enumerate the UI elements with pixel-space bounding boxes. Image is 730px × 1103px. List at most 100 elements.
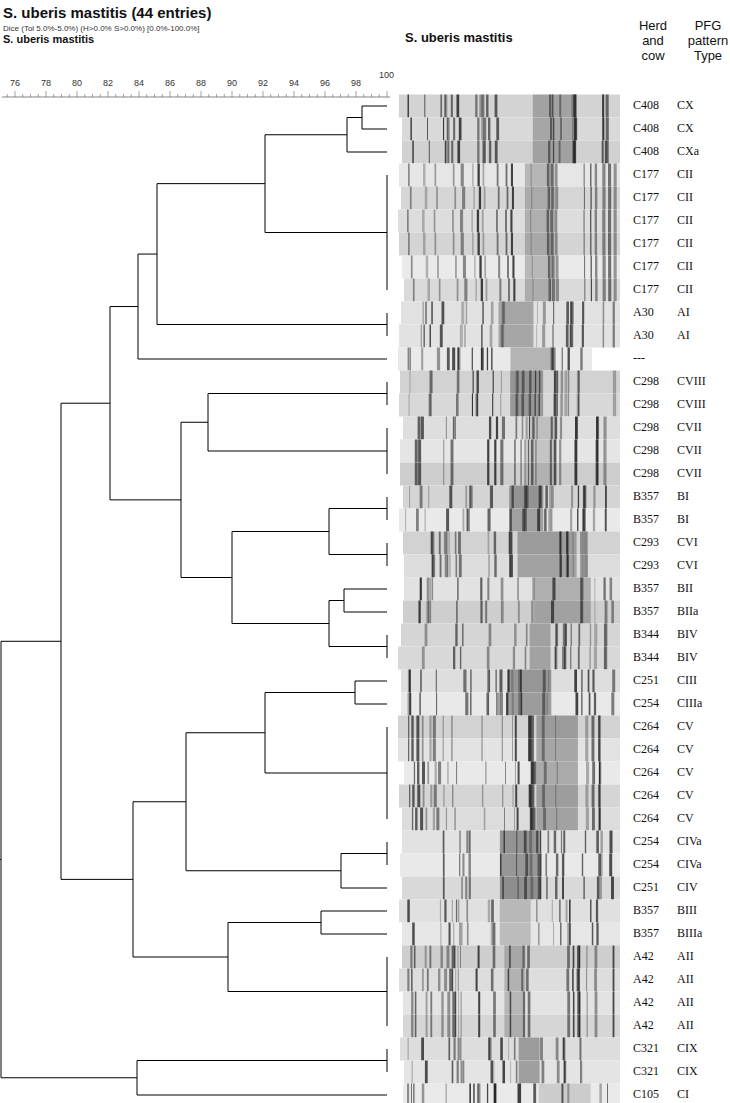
gel-band [597, 463, 599, 486]
gel-band [435, 670, 437, 693]
gel-band [574, 118, 577, 141]
text-holder: C264 [633, 719, 659, 734]
gel-band [409, 486, 410, 509]
gel-band [594, 647, 597, 670]
gel-band [410, 348, 411, 371]
text-holder: BIIIa [677, 926, 702, 941]
gel-band [496, 233, 498, 256]
gel-band [596, 923, 598, 946]
gel-band [583, 509, 586, 532]
gel-smear [509, 509, 543, 532]
gel-band [443, 118, 444, 141]
gel-band [491, 302, 494, 325]
gel-band [453, 417, 454, 440]
gel-band [453, 440, 454, 463]
gel-band [500, 279, 502, 302]
gel-band [476, 394, 478, 417]
gel-band [603, 325, 605, 348]
gel-band [500, 670, 503, 693]
gel-band [534, 1084, 535, 1103]
scale-number: 92 [258, 78, 268, 88]
gel-band [440, 555, 442, 578]
gel-lane [400, 854, 620, 877]
gel-band [603, 118, 605, 141]
gel-band [419, 601, 421, 624]
gel-band [442, 716, 444, 739]
gel-band [591, 187, 592, 210]
gel-band [483, 141, 486, 164]
text-holder: CV [677, 719, 694, 734]
gel-band [488, 509, 490, 532]
scale-tick [53, 94, 54, 97]
gel-band [592, 762, 595, 785]
text-holder: S. uberis mastitis (44 entries) [3, 4, 211, 21]
gel-band [585, 555, 588, 578]
text-holder: B357 [633, 512, 659, 527]
gel-band [587, 992, 588, 1015]
gel-band [590, 900, 592, 923]
gel-band [443, 877, 445, 900]
gel-band [461, 1061, 463, 1084]
gel-band [533, 808, 536, 831]
gel-band [596, 440, 598, 463]
gel-smear [529, 463, 556, 486]
gel-band [466, 302, 468, 325]
gel-band [533, 1084, 534, 1103]
gel-band [570, 509, 572, 532]
gel-band [408, 233, 410, 256]
gel-band [411, 1061, 413, 1084]
gel-lane [399, 95, 620, 118]
gel-lane [403, 1015, 620, 1038]
gel-band [492, 1061, 495, 1084]
gel-band [494, 532, 496, 555]
gel-band [550, 509, 553, 532]
gel-band [427, 601, 430, 624]
tree-branch [232, 623, 329, 624]
gel-band [470, 486, 473, 509]
scale-tick [131, 94, 132, 97]
gel-band [595, 946, 598, 969]
gel-band [580, 348, 583, 371]
gel-band [478, 164, 480, 187]
gel-band [554, 394, 557, 417]
scale-tick [340, 94, 341, 97]
gel-band [529, 785, 531, 808]
gel-band [430, 578, 432, 601]
gel-band [546, 877, 548, 900]
text-holder: C321 [633, 1041, 659, 1056]
gel-band [545, 854, 547, 877]
pfg-type: CIII [677, 673, 697, 688]
gel-band [452, 900, 453, 923]
gel-band [470, 670, 471, 693]
gel-band [610, 578, 613, 601]
pfg-type: CV [677, 742, 694, 757]
gel-band [415, 463, 418, 486]
herd-cow: C293 [633, 535, 659, 550]
gel-band [606, 95, 609, 118]
herd-cow: C298 [633, 466, 659, 481]
scale-tick [301, 94, 302, 97]
text-holder: C254 [633, 857, 659, 872]
gel-band [470, 693, 471, 716]
gel-band [576, 693, 579, 716]
gel-band [602, 95, 603, 118]
gel-band [447, 762, 449, 785]
gel-band [492, 394, 493, 417]
gel-band [460, 1015, 462, 1038]
scale-number: 90 [227, 78, 237, 88]
gel-band [456, 394, 459, 417]
tree-branch [110, 499, 181, 500]
gel-band [409, 693, 411, 716]
gel-smear [518, 555, 577, 578]
text-holder: 100 [379, 70, 394, 80]
gel-band [568, 348, 570, 371]
gel-band [506, 233, 508, 256]
pfg-type: CIIIa [677, 696, 702, 711]
text-holder: CI [677, 1087, 689, 1102]
gel-band [458, 348, 461, 371]
gel-band [416, 716, 419, 739]
text-holder: CVII [677, 420, 702, 435]
gel-band [603, 302, 605, 325]
gel-band [563, 854, 564, 877]
